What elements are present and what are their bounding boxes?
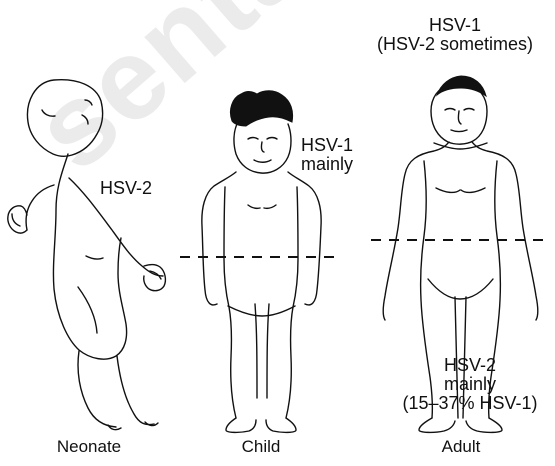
adult-lower-label-line1: HSV-2	[390, 356, 550, 375]
adult-lower-label: HSV-2 mainly (15–37% HSV-1)	[390, 356, 550, 413]
child-hsv1-label: HSV-1 mainly	[301, 136, 353, 174]
neonate-hsv2-label: HSV-2	[100, 179, 152, 198]
neonate-figure	[8, 80, 166, 430]
child-hsv1-label-line2: mainly	[301, 155, 353, 174]
adult-caption: Adult	[425, 437, 497, 457]
child-hsv1-label-line1: HSV-1	[301, 136, 353, 155]
adult-upper-label-line1: HSV-1	[360, 16, 550, 35]
adult-lower-label-line3: (15–37% HSV-1)	[390, 394, 550, 413]
adult-upper-label: HSV-1 (HSV-2 sometimes)	[360, 16, 550, 54]
neonate-caption: Neonate	[44, 437, 134, 457]
child-caption: Child	[226, 437, 296, 457]
adult-upper-label-line2: (HSV-2 sometimes)	[360, 35, 550, 54]
adult-lower-label-line2: mainly	[390, 375, 550, 394]
